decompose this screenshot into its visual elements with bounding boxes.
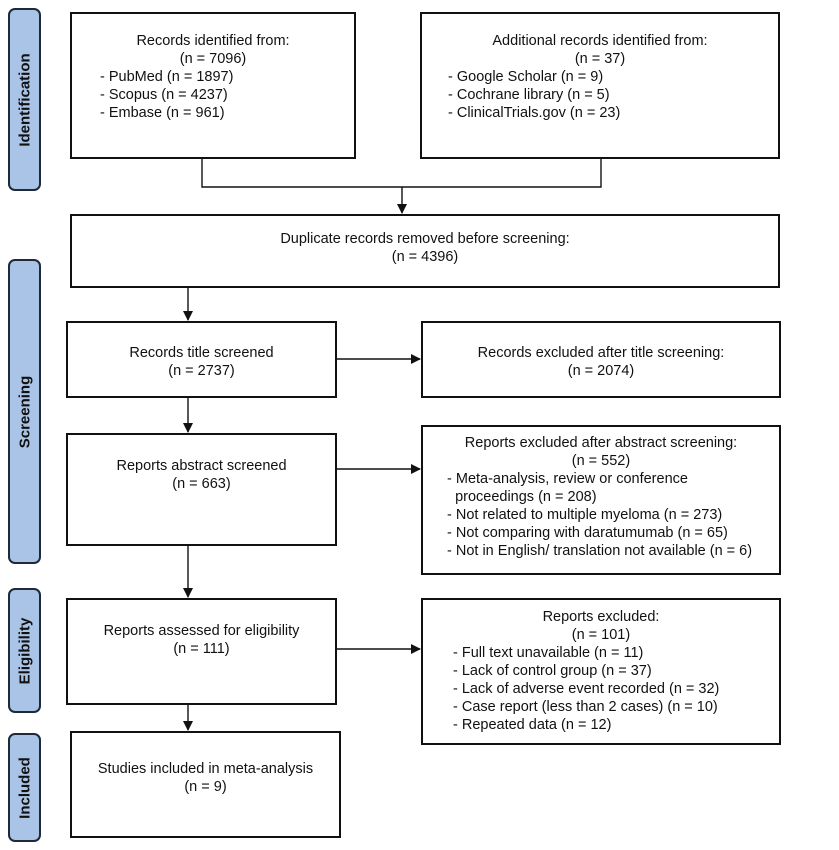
stage-included: Included	[8, 733, 41, 842]
records-source-scopus: Scopus (n = 4237)	[100, 86, 354, 104]
abstract-exclusion-meta-analysis: Meta-analysis, review or conference	[447, 470, 779, 488]
additional-source-google-scholar: Google Scholar (n = 9)	[448, 68, 778, 86]
abstract-screened-box: Reports abstract screened (n = 663)	[66, 433, 337, 546]
records-identified-count: (n = 7096)	[179, 51, 247, 67]
eligibility-excluded-box: Reports excluded: (n = 101) Full text un…	[421, 598, 781, 745]
stage-screening-label: Screening	[16, 375, 33, 448]
records-identified-header: Records identified from:	[136, 33, 290, 49]
abstract-screened-header: Reports abstract screened	[116, 458, 287, 474]
eligibility-exclusion-full-text: Full text unavailable (n = 11)	[453, 644, 779, 662]
eligibility-exclusion-adverse-event: Lack of adverse event recorded (n = 32)	[453, 680, 779, 698]
abstract-exclusion-meta-analysis-cont: proceedings (n = 208)	[455, 489, 597, 505]
abstract-screened-count: (n = 663)	[172, 476, 231, 492]
included-box: Studies included in meta-analysis (n = 9…	[70, 731, 341, 838]
abstract-exclusion-not-english: Not in English/ translation not availabl…	[447, 542, 779, 560]
eligibility-excluded-count: (n = 101)	[571, 627, 631, 643]
title-screened-box: Records title screened (n = 2737)	[66, 321, 337, 398]
eligibility-assessed-box: Reports assessed for eligibility (n = 11…	[66, 598, 337, 705]
eligibility-exclusion-case-report: Case report (less than 2 cases) (n = 10)	[453, 698, 779, 716]
title-screened-count: (n = 2737)	[168, 363, 235, 379]
duplicates-removed-count: (n = 4396)	[391, 249, 459, 265]
records-identified-box: Records identified from: (n = 7096) PubM…	[70, 12, 356, 159]
eligibility-exclusion-repeated-data: Repeated data (n = 12)	[453, 716, 779, 734]
merge-connector	[201, 158, 602, 188]
additional-source-clinicaltrials: ClinicalTrials.gov (n = 23)	[448, 104, 778, 122]
records-source-pubmed: PubMed (n = 1897)	[100, 68, 354, 86]
title-screened-header: Records title screened	[129, 345, 274, 361]
eligibility-assessed-count: (n = 111)	[173, 641, 230, 657]
abstract-excluded-count: (n = 552)	[571, 453, 631, 469]
included-header: Studies included in meta-analysis	[97, 761, 314, 777]
eligibility-exclusion-control-group: Lack of control group (n = 37)	[453, 662, 779, 680]
stage-identification-label: Identification	[16, 52, 33, 147]
abstract-exclusion-not-myeloma: Not related to multiple myeloma (n = 273…	[447, 506, 779, 524]
additional-records-box: Additional records identified from: (n =…	[420, 12, 780, 159]
duplicates-removed-box: Duplicate records removed before screeni…	[70, 214, 780, 288]
additional-source-cochrane: Cochrane library (n = 5)	[448, 86, 778, 104]
stage-screening: Screening	[8, 259, 41, 564]
additional-records-count: (n = 37)	[574, 51, 626, 67]
title-excluded-count: (n = 2074)	[567, 363, 635, 379]
abstract-excluded-box: Reports excluded after abstract screenin…	[421, 425, 781, 575]
stage-eligibility-label: Eligibility	[16, 617, 33, 684]
eligibility-excluded-header: Reports excluded:	[542, 609, 660, 625]
abstract-excluded-header: Reports excluded after abstract screenin…	[464, 435, 738, 451]
stage-identification: Identification	[8, 8, 41, 191]
records-source-embase: Embase (n = 961)	[100, 104, 354, 122]
abstract-exclusion-not-daratumumab: Not comparing with daratumumab (n = 65)	[447, 524, 779, 542]
title-excluded-header: Records excluded after title screening:	[477, 345, 725, 361]
eligibility-assessed-header: Reports assessed for eligibility	[103, 623, 300, 639]
title-excluded-box: Records excluded after title screening: …	[421, 321, 781, 398]
additional-records-header: Additional records identified from:	[492, 33, 708, 49]
included-count: (n = 9)	[184, 779, 227, 795]
stage-included-label: Included	[16, 756, 33, 819]
duplicates-removed-header: Duplicate records removed before screeni…	[280, 231, 570, 247]
stage-eligibility: Eligibility	[8, 588, 41, 713]
